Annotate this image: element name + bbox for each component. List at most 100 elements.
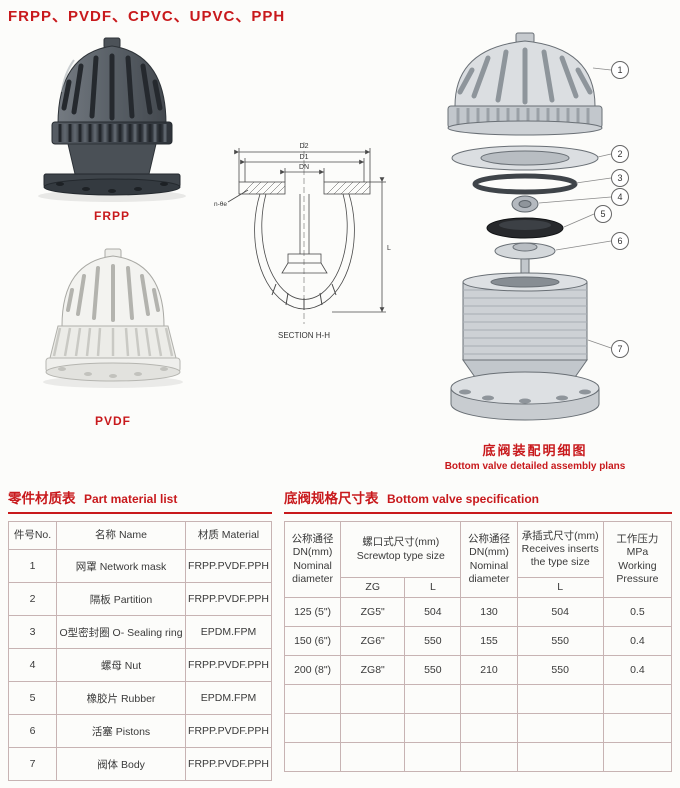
svg-text:6: 6 [617,236,622,246]
part-nut [511,195,539,213]
section-label: SECTION H-H [278,331,330,340]
pvdf-label: PVDF [94,414,131,428]
spec-header-socket-group: 承插式尺寸(mm) Receives inserts the type size [516,521,604,578]
cell-material: EPDM.FPM [185,615,272,649]
spec-table-title-zh: 底阀规格尺寸表 [284,491,379,506]
bolt-leader-line [227,189,249,203]
cell-no: 2 [8,582,57,616]
spec-empty-cell [340,684,406,714]
part-partition [451,145,599,171]
cell-name: O型密封圈 O- Sealing ring [56,615,186,649]
spec-empty-cell [283,684,342,714]
spec-empty-cell [340,713,406,743]
material-row-7: 7 阀体 Body FRPP.PVDF.PPH [8,747,272,781]
cell-no: 4 [8,648,57,682]
spec-header-nominal-right: 公称通径 DN(mm) Nominal diameter [460,521,518,598]
cell-l-socket: 504 [516,597,604,627]
cell-material: FRPP.PVDF.PPH [185,648,272,682]
assembly-caption-zh: 底阀装配明细图 [482,443,588,458]
pvdf-flange [45,357,181,382]
svg-text:5: 5 [600,209,605,219]
part-o-ring [472,173,578,195]
material-row-6: 6 活塞 Pistons FRPP.PVDF.PPH [8,714,272,748]
cell-no: 3 [8,615,57,649]
material-table-header-row: 件号No. 名称 Name 材质 Material [8,521,272,550]
cell-zg: ZG6" [340,626,406,656]
cell-zg: ZG5" [340,597,406,627]
section-drawing-svg: D2 D1 DN L n-θe SECTION H-H [214,142,391,340]
callout-7: 7 [587,339,629,358]
spec-empty-cell [460,684,518,714]
callout-4: 4 [538,188,629,206]
spec-table: 公称通径 DN(mm) Nominal diameter 螺口式尺寸(mm) S… [283,521,673,772]
material-table: 件号No. 名称 Name 材质 Material 1 网罩 Network m… [8,521,272,781]
material-row-5: 5 橡胶片 Rubber EPDM.FPM [8,681,272,715]
cell-dn: 150 (6") [283,626,342,656]
material-table-title: 零件材质表 Part material list [8,487,272,514]
spec-empty-cell [460,713,518,743]
cell-name: 螺母 Nut [56,648,186,682]
part-rubber-disc [486,217,564,239]
dim-label-d1: D1 [300,154,309,161]
stem-and-piston [281,194,328,274]
spec-empty-row [283,713,673,743]
cell-dn: 200 (8") [283,655,342,685]
callout-5: 5 [563,205,612,228]
spec-empty-cell [516,742,604,772]
spec-empty-cell [516,713,604,743]
spec-table-title: 底阀规格尺寸表 Bottom valve specification [284,487,672,514]
spec-empty-cell [602,742,673,772]
cell-name: 网罩 Network mask [56,549,186,583]
col-header-no: 件号No. [8,521,57,550]
section-drawing: D2 D1 DN L n-θe SECTION H-H [212,136,397,348]
callout-1: 1 [592,61,629,79]
spec-empty-cell [283,713,342,743]
frpp-ribbed-ring [51,121,173,145]
spec-header-screw-group: 螺口式尺寸(mm) Screwtop type size [340,521,462,578]
cell-material: FRPP.PVDF.PPH [185,747,272,781]
spec-empty-cell [404,713,462,743]
callout-3: 3 [575,169,629,187]
cell-dn: 125 (5") [283,597,342,627]
cell-name: 隔板 Partition [56,582,186,616]
col-header-material: 材质 Material [185,521,272,550]
material-row-4: 4 螺母 Nut FRPP.PVDF.PPH [8,648,272,682]
spec-table-section: 底阀规格尺寸表 Bottom valve specification 公称通径 … [283,487,673,772]
pvdf-valve-illustration [43,248,183,388]
cell-material: FRPP.PVDF.PPH [185,582,272,616]
svg-text:4: 4 [617,192,622,202]
bolt-hole-label: n-θe [214,201,227,208]
spec-empty-cell [602,684,673,714]
spec-row-150: 150 (6") ZG6" 550 155 550 0.4 [283,626,673,656]
material-row-2: 2 隔板 Partition FRPP.PVDF.PPH [8,582,272,616]
cell-l-screw: 504 [404,597,462,627]
cell-l-screw: 550 [404,655,462,685]
spec-empty-cell [516,684,604,714]
spec-empty-cell [460,742,518,772]
cell-zg: ZG8" [340,655,406,685]
material-table-title-en: Part material list [83,492,178,506]
cell-name: 活塞 Pistons [56,714,186,748]
cell-no: 1 [8,549,57,583]
cell-no: 7 [8,747,57,781]
svg-text:2: 2 [617,149,622,159]
cell-name: 橡胶片 Rubber [56,681,186,715]
callout-2: 2 [597,145,629,163]
callout-6: 6 [555,232,629,251]
cell-pressure: 0.5 [602,597,673,627]
spec-row-200: 200 (8") ZG8" 550 210 550 0.4 [283,655,673,685]
svg-text:3: 3 [617,173,622,183]
spec-empty-cell [602,713,673,743]
spec-subheader-l-screw: L [404,577,462,598]
assembly-caption-en: Bottom valve detailed assembly plans [444,461,626,472]
pvdf-dome-cap [61,248,165,327]
material-row-3: 3 O型密封圈 O- Sealing ring EPDM.FPM [8,615,272,649]
dim-label-dn: DN [299,164,309,171]
svg-text:7: 7 [617,344,622,354]
spec-header-nominal-left: 公称通径 DN(mm) Nominal diameter [283,521,342,598]
part-body [450,272,600,421]
material-table-title-zh: 零件材质表 [8,491,76,506]
cell-material: FRPP.PVDF.PPH [185,714,272,748]
frpp-valve-illustration [38,37,186,202]
